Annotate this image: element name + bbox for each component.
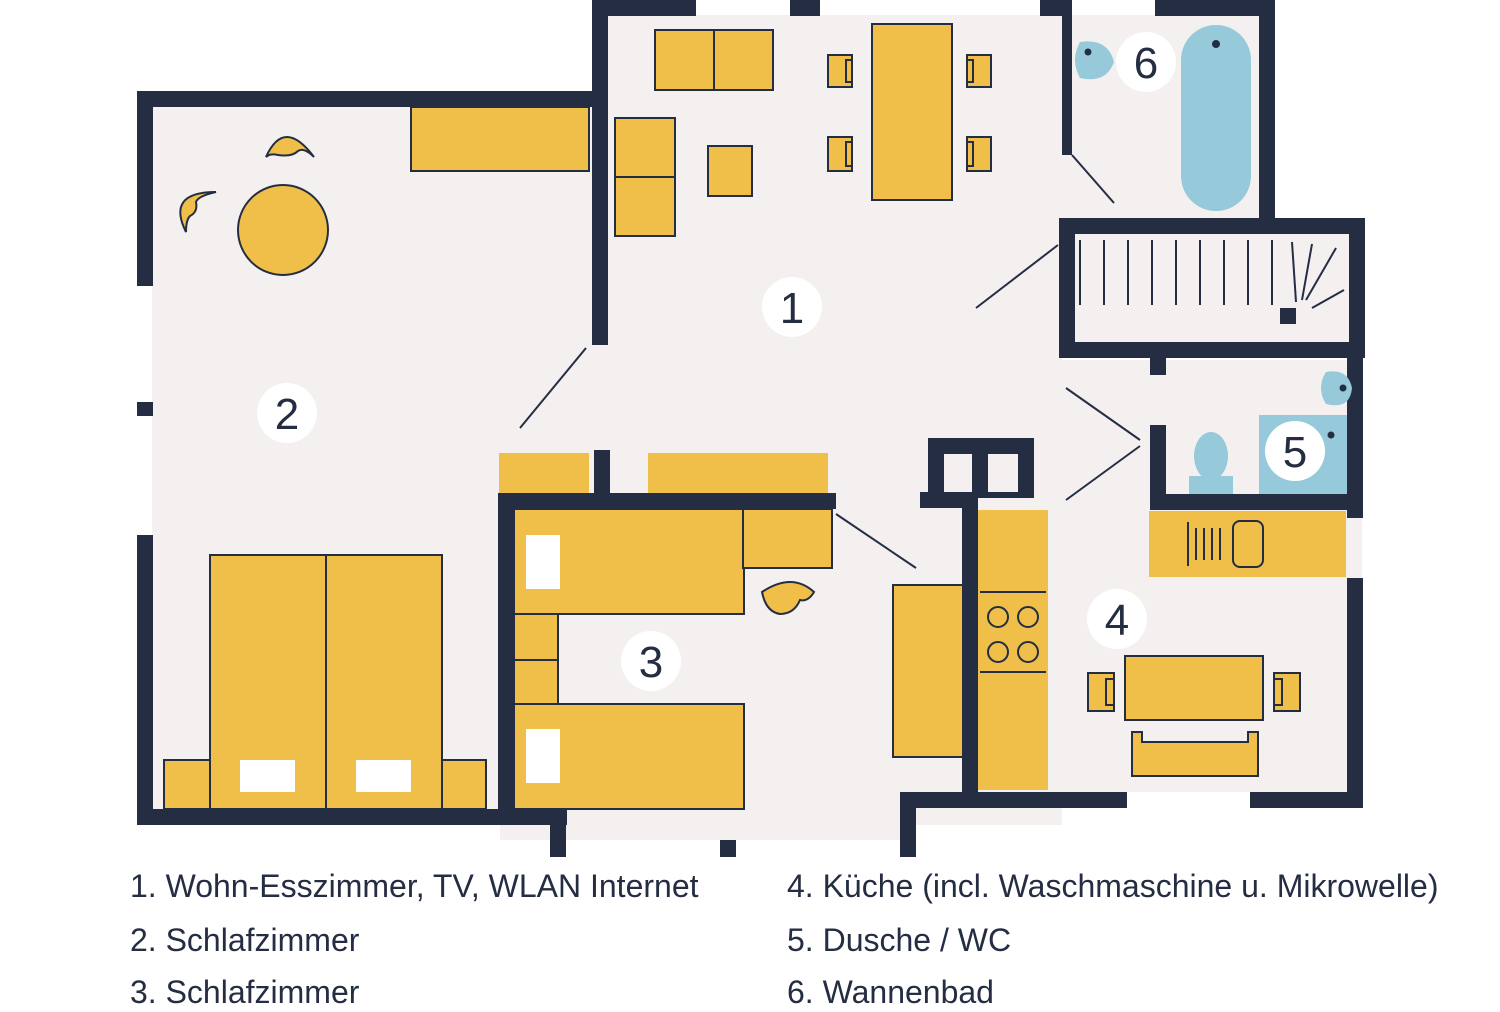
legend-item-2: 2. Schlafzimmer: [130, 922, 360, 958]
legend-item-4: 4. Küche (incl. Waschmaschine u. Mikrowe…: [787, 868, 1439, 904]
dining-chairs: [827, 54, 992, 172]
living-room-furniture: [614, 23, 992, 237]
room-badge-5: 5: [1265, 421, 1325, 481]
bedroom-2-furniture: [163, 106, 590, 810]
legend-item-6: 6. Wannenbad: [787, 974, 994, 1010]
kitchen-furniture: [892, 510, 1346, 790]
legend-item-1: 1. Wohn-Esszimmer, TV, WLAN Internet: [130, 868, 699, 904]
room-badge-2: 2: [257, 383, 317, 443]
door-lines: [519, 154, 1141, 569]
room-badge-4: 4: [1087, 589, 1147, 649]
room-number-3: 3: [639, 638, 663, 687]
room-badge-6: 6: [1116, 32, 1176, 92]
room-number-2: 2: [275, 390, 299, 439]
legend-item-3: 3. Schlafzimmer: [130, 974, 360, 1010]
room-number-5: 5: [1283, 428, 1307, 477]
room-number-4: 4: [1105, 596, 1129, 645]
room-badge-1: 1: [762, 277, 822, 337]
staircase: [1079, 240, 1345, 324]
room-legend: 1. Wohn-Esszimmer, TV, WLAN Internet 2. …: [0, 862, 1500, 1010]
legend-item-5: 5. Dusche / WC: [787, 922, 1012, 958]
room-badge-3: 3: [621, 631, 681, 691]
walls: [137, 0, 1365, 857]
room-number-6: 6: [1134, 39, 1158, 88]
bedroom-3-furniture: [499, 453, 833, 810]
room-number-1: 1: [780, 284, 804, 333]
floor-plan: 1 2 3 4 5 6: [137, 0, 1365, 857]
